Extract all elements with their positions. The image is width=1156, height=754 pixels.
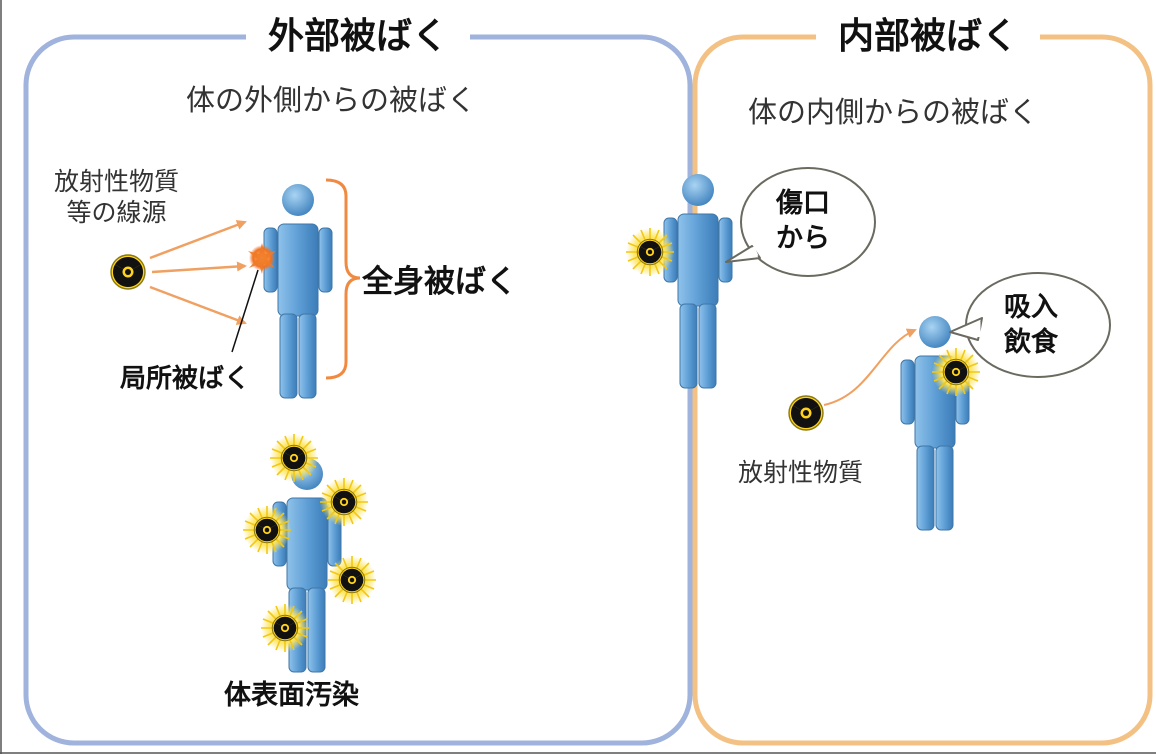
wound-radiation-icon [625,227,675,277]
arrow-middle [151,261,247,274]
radiation-icon [260,603,310,653]
radiation-icon [242,505,292,555]
internal-title: 内部被ばく [816,19,1041,55]
source-label: 放射性物質 等の線源 [54,167,180,228]
radiation-icon [327,555,377,605]
sparkle-hit-icon [248,243,276,274]
local-pointer-line [231,269,259,353]
whole-body-label: 全身被ばく [362,264,517,300]
surface-label: 体表面汚染 [224,680,359,711]
brace-icon [325,178,361,380]
intake-speech-bubble-icon [949,272,1111,378]
external-subtitle: 体の外側からの被ばく [186,83,477,117]
arrow-down [149,285,247,325]
intake-arrow [823,328,917,406]
intake-bubble-text: 吸入 飲食 [1004,292,1058,359]
external-title: 外部被ばく [246,19,471,55]
radiation-arrows [149,220,247,325]
wound-speech-bubble-icon [725,167,876,277]
radiation-icon [269,433,319,483]
local-label: 局所被ばく [120,364,251,394]
radiation-icon [319,477,369,527]
arrow-up [149,220,247,260]
internal-subtitle: 体の内側からの被ばく [748,95,1039,129]
intake-radiation-icon [931,347,981,397]
wound-bubble-text: 傷口 から [776,188,830,255]
material-label: 放射性物質 [738,458,864,487]
